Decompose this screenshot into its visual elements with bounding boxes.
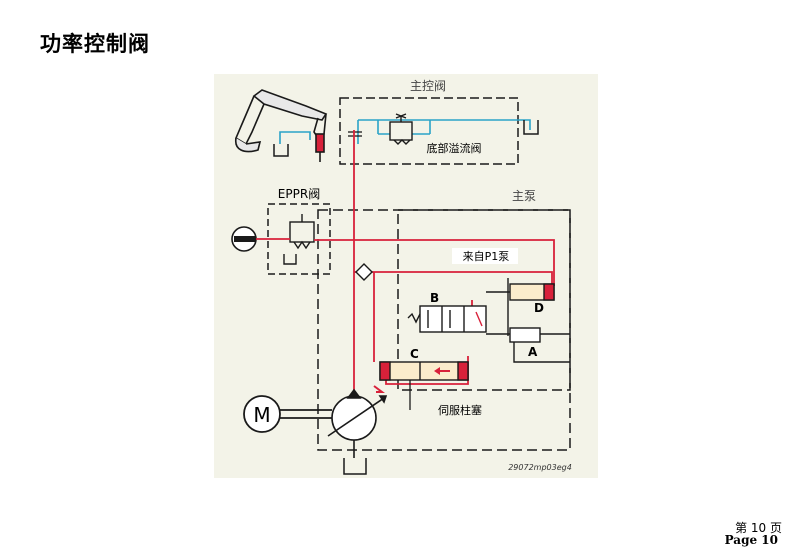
page-title: 功率控制阀	[40, 32, 150, 56]
page-footer: 第 10 页 Page 10	[708, 521, 788, 553]
from-p1-pump-label: 来自P1泵	[463, 250, 510, 263]
variable-pump-icon	[327, 388, 388, 458]
diagram-svg: 主控阀 底部溢流阀 EPPR阀 主泵	[231, 79, 572, 475]
shuttle-valve-icon	[355, 263, 373, 281]
piston-a	[486, 327, 570, 363]
piston-d	[486, 278, 555, 336]
page-number-cn: 第 10 页	[735, 521, 782, 535]
relief-valve-icon	[389, 113, 413, 145]
bottom-relief-valve-label: 底部溢流阀	[427, 141, 482, 155]
label-d: D	[534, 301, 544, 315]
tank-icon	[343, 458, 367, 475]
tank-icon	[273, 144, 289, 157]
main-pump-label: 主泵	[512, 189, 536, 203]
eppr-valve-icon	[283, 214, 315, 265]
spool-valve-b	[407, 305, 487, 333]
hydraulic-diagram: 主控阀 底部溢流阀 EPPR阀 主泵	[214, 74, 598, 478]
excavator-arm-icon	[234, 89, 328, 162]
label-a: A	[528, 345, 538, 359]
servo-arrow-icon	[373, 385, 385, 393]
label-c: C	[410, 347, 419, 361]
part-number-label: 29072mp03eg4	[508, 463, 572, 472]
regulator-box	[397, 209, 571, 391]
pilot-line	[279, 131, 311, 144]
page-number-en: Page 10	[724, 533, 778, 547]
main-control-valve-box	[339, 97, 519, 165]
motor-icon	[243, 395, 332, 433]
servo-piston-label: 伺服柱塞	[438, 403, 482, 417]
check-valve-icon	[348, 131, 362, 137]
motor-label: M	[253, 403, 270, 427]
tank-icon	[523, 120, 539, 135]
servo-piston-c	[379, 361, 469, 381]
main-control-valve-label: 主控阀	[410, 79, 446, 93]
pilot-lines	[357, 119, 531, 144]
label-b: B	[430, 291, 439, 305]
eppr-valve-label: EPPR阀	[278, 187, 320, 201]
